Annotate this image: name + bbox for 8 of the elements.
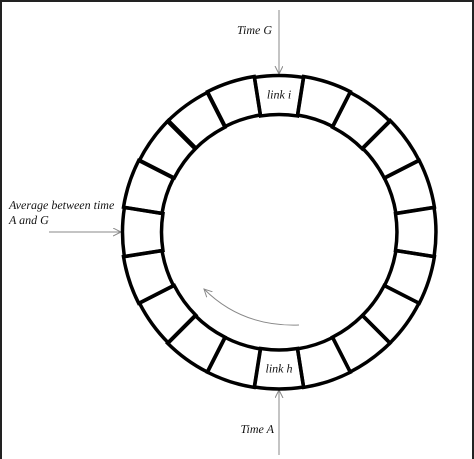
arrow <box>274 390 284 456</box>
segment-label: link i <box>266 87 292 102</box>
arrow-label: Average between time A and G <box>9 198 115 228</box>
arrow <box>48 228 122 236</box>
arrow <box>274 10 284 74</box>
segment-label: link h <box>265 362 292 377</box>
arrow-label: Time G <box>212 23 272 38</box>
arrow-label: Time A <box>218 422 274 437</box>
